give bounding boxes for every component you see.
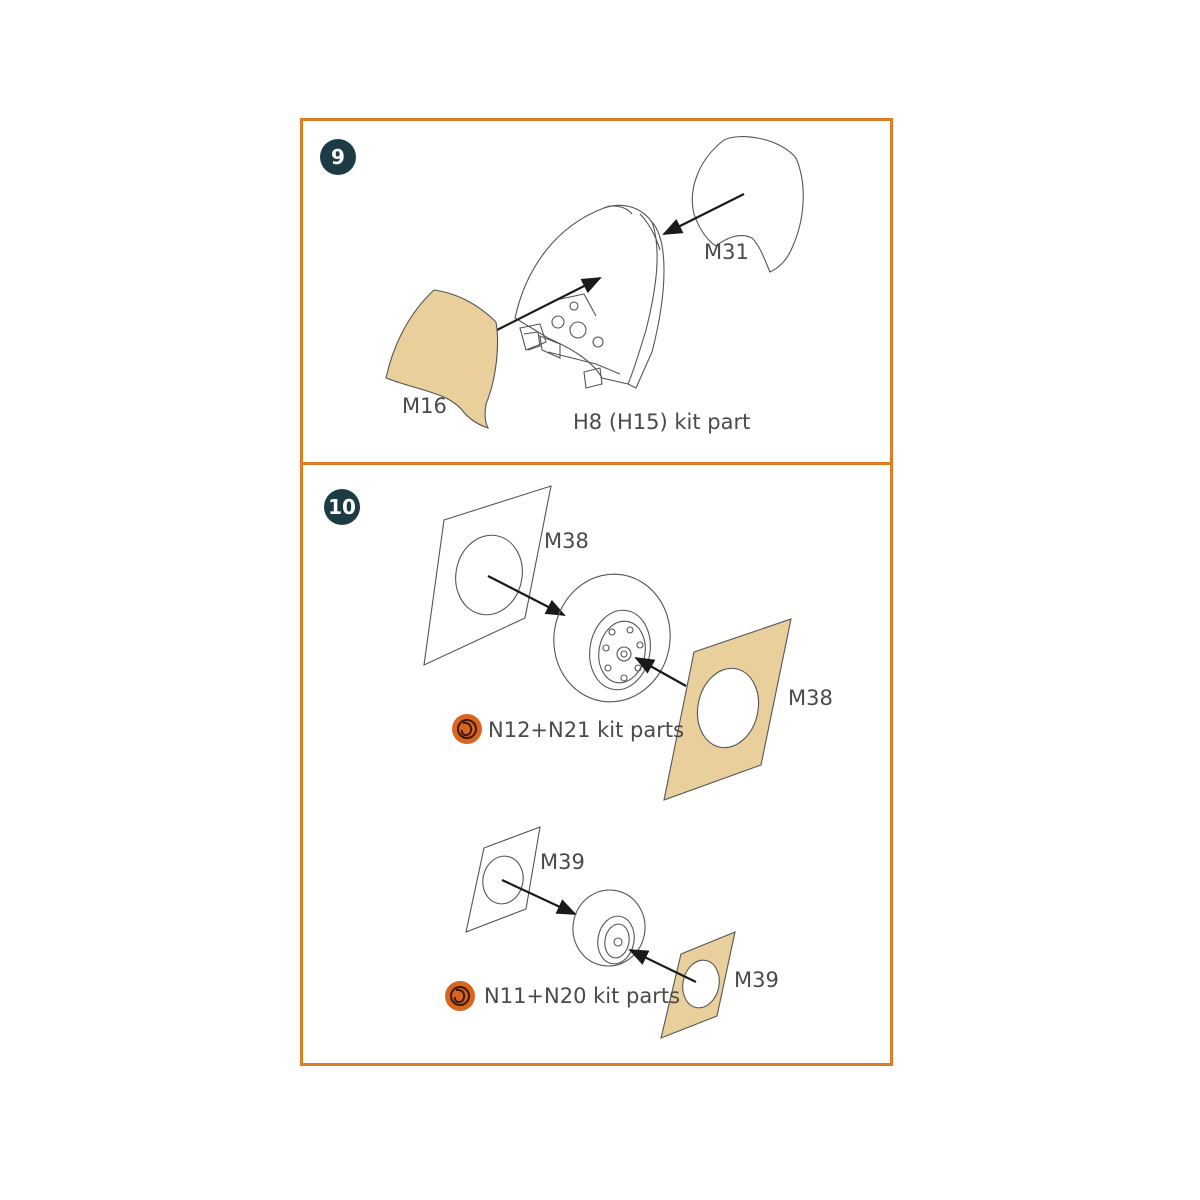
- label-kit-part-h8: H8 (H15) kit part: [573, 410, 750, 434]
- arrow-m39-right: [628, 949, 697, 983]
- mask-m16: [385, 289, 499, 429]
- arrow-m16: [496, 277, 602, 331]
- arrow-m31: [662, 193, 745, 235]
- label-m38-left: M38: [544, 529, 589, 553]
- mask-m38-right: [663, 618, 792, 801]
- tail-wheel: [572, 889, 646, 967]
- mask-m39-left: [465, 826, 541, 933]
- label-kit-parts-tail: N11+N20 kit parts: [484, 984, 680, 1008]
- label-m31: M31: [704, 240, 749, 264]
- label-kit-parts-main: N12+N21 kit parts: [488, 718, 684, 742]
- label-m39-right: M39: [734, 968, 779, 992]
- arrow-m38-left: [487, 575, 566, 616]
- arrow-m38-right: [634, 657, 687, 687]
- main-wheel: [553, 573, 671, 703]
- step-10-badge: 10: [324, 489, 360, 525]
- label-m39-left: M39: [540, 850, 585, 874]
- mask-m31-outline: [691, 136, 804, 273]
- glue-icon: [445, 981, 475, 1011]
- mask-m38-left: [423, 485, 552, 666]
- label-m38-right: M38: [788, 686, 833, 710]
- step-10-panel: [300, 462, 893, 1066]
- kit-part-h8: [514, 204, 665, 389]
- step-9-badge: 9: [320, 139, 356, 175]
- glue-icon: [452, 714, 482, 744]
- mask-m39-right: [660, 931, 736, 1039]
- arrow-m39-left: [501, 879, 577, 915]
- svg-text:10: 10: [328, 495, 356, 519]
- label-m16: M16: [402, 394, 447, 418]
- svg-text:9: 9: [331, 145, 345, 169]
